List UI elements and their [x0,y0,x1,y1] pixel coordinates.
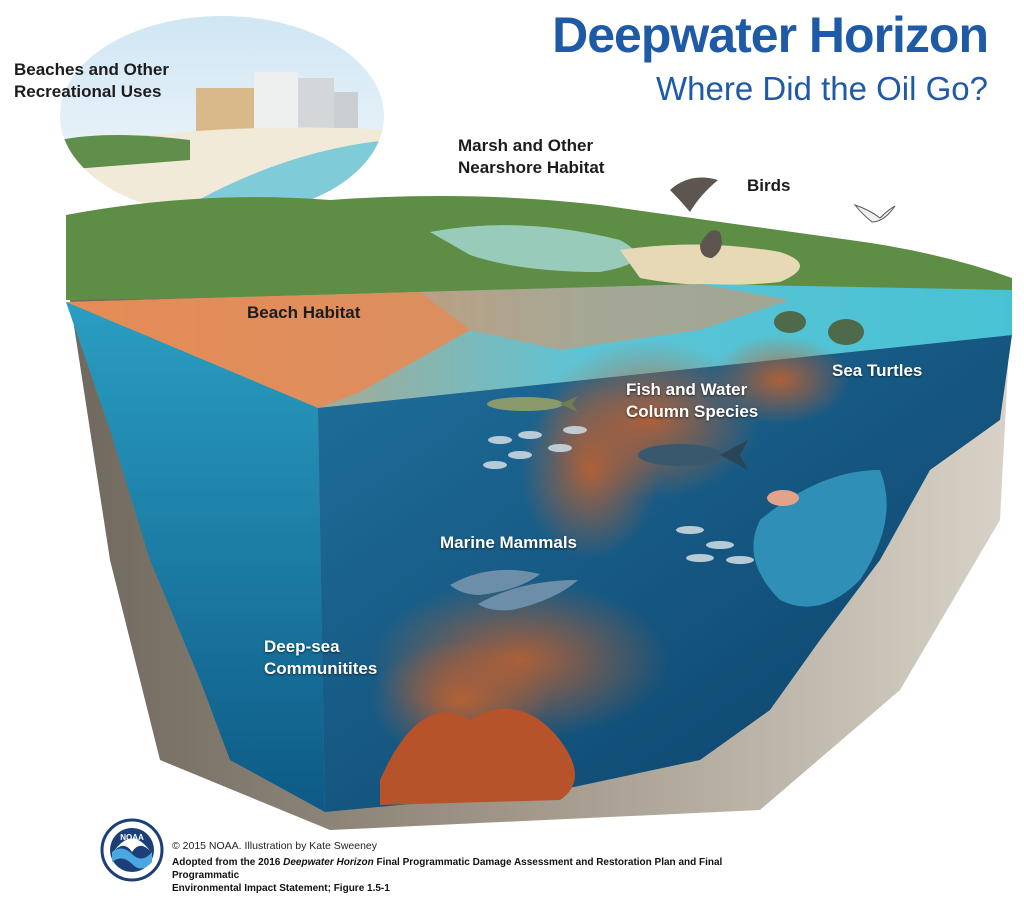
label-marsh-line2: Nearshore Habitat [458,158,605,177]
label-marine-mammals: Marine Mammals [440,533,577,552]
page-title: Deepwater Horizon [552,7,989,63]
label-deep-sea-line2: Communitites [264,659,378,678]
water-column-front [66,302,325,812]
source-italic: Deepwater Horizon [283,857,374,868]
label-birds: Birds [747,176,791,195]
label-beaches: Beaches and Other Recreational Uses [14,59,169,103]
sea-turtle-icon [774,311,864,345]
label-beaches-line1: Beaches and Other [14,60,169,79]
dolphin-icon [450,569,578,611]
gull-icon [853,204,896,223]
page-subtitle: Where Did the Oil Go? [656,70,988,107]
beach-scene [60,16,384,216]
tuna-icon [638,440,748,470]
fish-school [483,426,754,564]
swordfish-icon [487,396,578,412]
credit-line: © 2015 NOAA. Illustration by Kate Sweene… [172,840,378,852]
snapper-icon [767,490,799,506]
label-marsh: Marsh and Other Nearshore Habitat [458,135,604,179]
source-citation: Adopted from the 2016 Deepwater Horizon … [172,856,732,895]
label-fish-line2: Column Species [626,402,759,421]
deep-sea-corals [380,708,575,805]
label-sea-turtles: Sea Turtles [832,361,923,380]
label-beaches-line2: Recreational Uses [14,82,162,101]
label-fish-line1: Fish and Water [626,380,748,399]
source-line2: Environmental Impact Statement; Figure 1… [172,883,390,894]
label-beach-habitat: Beach Habitat [247,303,361,322]
source-prefix: Adopted from the 2016 [172,857,284,868]
pelican-icon [670,177,722,258]
noaa-seal-icon: NOAA [100,818,164,882]
label-deep-sea-line1: Deep-sea [264,637,340,656]
label-marsh-line1: Marsh and Other [458,136,594,155]
source-suffix: Final Programmatic Damage Assessment and… [172,857,723,881]
label-fish: Fish and Water Column Species [626,379,758,423]
label-deep-sea: Deep-sea Communitites [264,636,377,680]
noaa-logo-text: NOAA [120,833,144,842]
